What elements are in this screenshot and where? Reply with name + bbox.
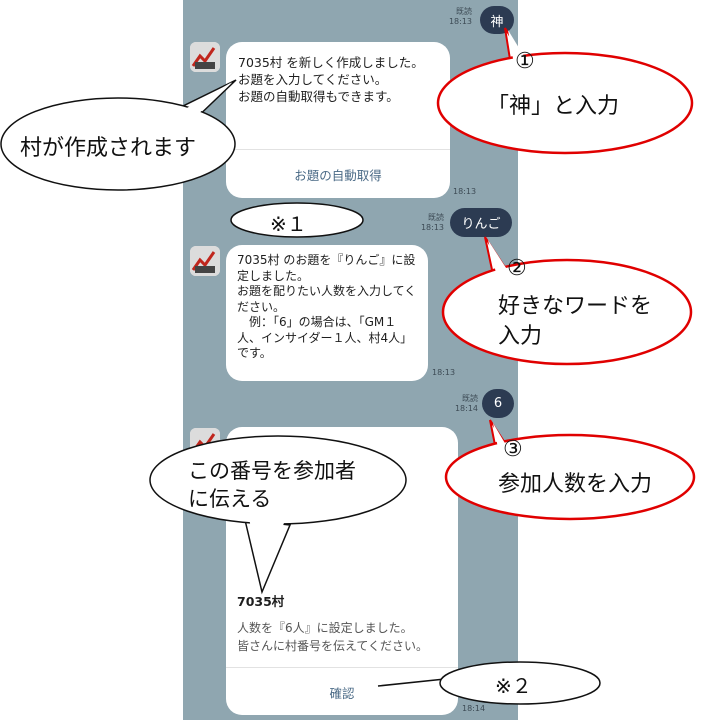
message-time: 18:13 xyxy=(432,368,456,377)
note1-bubble xyxy=(230,202,364,238)
outgoing-message-text: 6 xyxy=(493,396,503,411)
step2-number: ② xyxy=(507,255,527,280)
note1-text: ※１ xyxy=(270,214,307,236)
message-time: 18:13 xyxy=(453,187,477,196)
callout-step2-bubble xyxy=(441,258,693,366)
incoming-message-1: 7035村 を新しく作成しました。お題を入力してください。 お題の自動取得もでき… xyxy=(226,42,450,198)
callout-step3-bubble xyxy=(444,433,696,521)
outgoing-message-1[interactable]: 神 xyxy=(480,6,514,34)
outgoing-message-text: 神 xyxy=(490,14,504,30)
incoming-message-text: 人数を『6人』に設定しました。 皆さんに村番号を伝えてください。 xyxy=(237,621,429,653)
village-created-text: 村が作成されます xyxy=(20,135,197,160)
outgoing-message-2[interactable]: りんご xyxy=(450,208,512,237)
village-number: 7035村 xyxy=(237,594,285,609)
outgoing-message-text: りんご xyxy=(461,217,501,232)
bot-avatar[interactable] xyxy=(190,42,220,72)
callout-step1-bubble xyxy=(436,51,694,155)
auto-fetch-topic-button[interactable]: お題の自動取得 xyxy=(294,168,382,183)
message-time: 18:14 xyxy=(462,704,486,713)
step2-line2: 入力 xyxy=(498,323,543,348)
step3-text: 参加人数を入力 xyxy=(498,471,653,496)
divider xyxy=(226,667,458,668)
outgoing-message-3[interactable]: 6 xyxy=(482,389,514,418)
step3-number: ③ xyxy=(503,436,523,461)
note2-bubble xyxy=(439,661,601,705)
incoming-message-text: 7035村 を新しく作成しました。お題を入力してください。 お題の自動取得もでき… xyxy=(238,55,424,104)
note2-text: ※２ xyxy=(495,676,532,698)
confirm-button[interactable]: 確認 xyxy=(329,686,355,701)
step1-text: 「神」と入力 xyxy=(487,93,620,118)
divider xyxy=(226,149,450,150)
step2-line1: 好きなワードを xyxy=(498,293,653,318)
bot-avatar[interactable] xyxy=(190,246,220,276)
callout-village-created xyxy=(0,97,236,191)
incoming-message-text: 7035村 のお題を『りんご』に設定しました。 お題を配りたい人数を入力してくだ… xyxy=(237,253,417,360)
incoming-message-2: 7035村 のお題を『りんご』に設定しました。 お題を配りたい人数を入力してくだ… xyxy=(226,245,428,381)
bot-avatar-icon xyxy=(190,246,220,276)
tell-number-line2: に伝える xyxy=(188,488,272,511)
bot-avatar-icon xyxy=(190,42,220,72)
step1-number: ① xyxy=(515,48,535,73)
tell-number-line1: この番号を参加者 xyxy=(188,460,356,483)
